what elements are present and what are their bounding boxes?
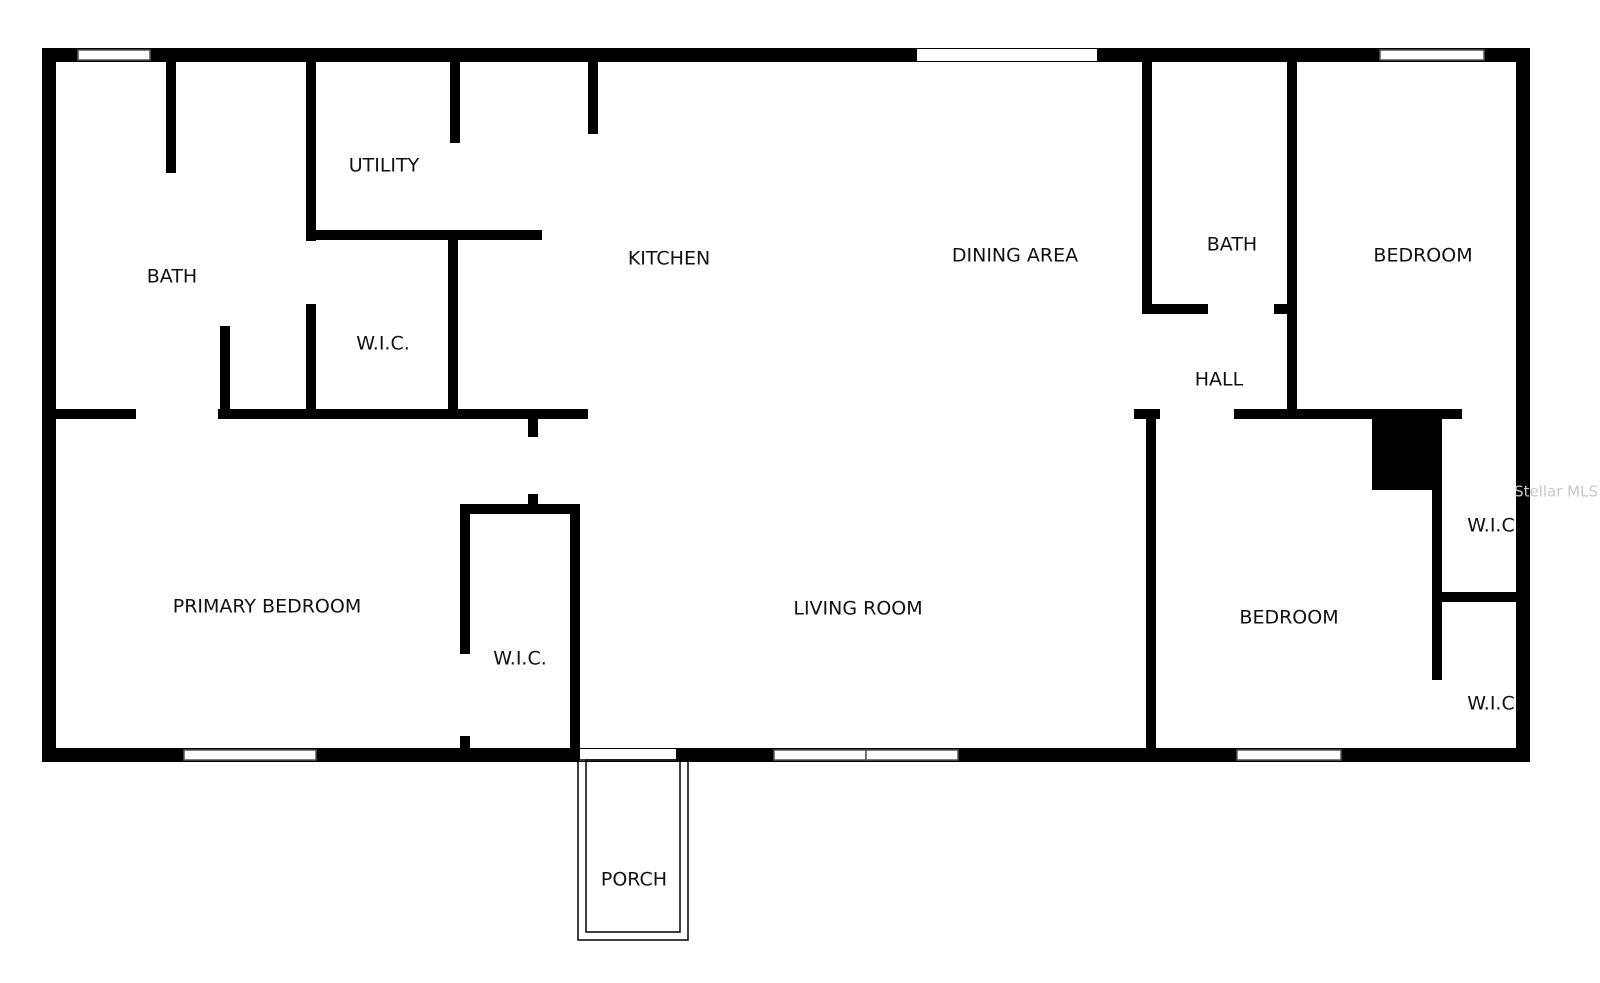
label-bath-left: BATH [147,266,197,288]
label-utility: UTILITY [349,155,420,177]
label-wic-upper: W.I.C. [356,333,410,355]
window-bottom-living-1 [773,749,867,761]
window-bottom-bedroom [1236,749,1342,761]
label-hall: HALL [1195,369,1244,391]
watermark: Stellar MLS [1514,483,1598,501]
window-bottom-living-2 [865,749,959,761]
label-dining-area: DINING AREA [952,245,1078,267]
label-wic-right-lower: W.I.C. [1467,693,1521,715]
label-wic-right-upper: W.I.C. [1467,515,1521,537]
window-top-right [1379,49,1485,61]
label-primary-bedroom: PRIMARY BEDROOM [173,596,361,618]
label-kitchen: KITCHEN [628,248,710,270]
window-bottom-primary [183,749,317,761]
exterior-openings [578,49,1097,761]
label-bedroom-upper-right: BEDROOM [1373,245,1472,267]
exterior-walls [42,48,1530,762]
porch-outline [577,759,689,941]
label-bath-right: BATH [1207,234,1257,256]
label-bedroom-lower-right: BEDROOM [1239,607,1338,629]
window-top-left [77,49,151,61]
interior-walls-lower [460,412,1516,762]
middle-wall [56,409,1462,419]
label-living-room: LIVING ROOM [793,598,922,620]
label-wic-primary: W.I.C. [493,648,547,670]
interior-walls-upper [166,55,1297,414]
room-labels: BATH UTILITY W.I.C. KITCHEN DINING AREA … [147,155,1521,891]
label-porch: PORCH [601,869,667,891]
windows [77,49,1485,761]
